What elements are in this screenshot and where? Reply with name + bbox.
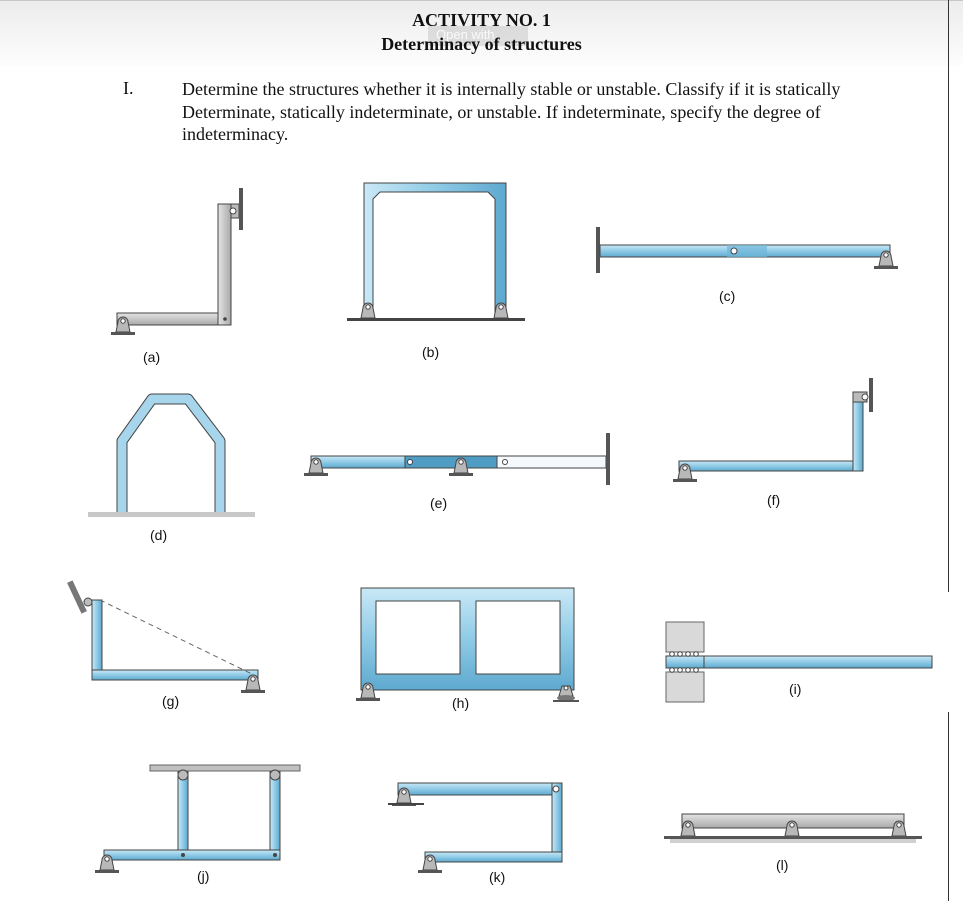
figure-label-b: (b) [422,344,439,360]
figure-label-g: (g) [162,693,179,709]
figure-k: (k) [388,782,563,885]
figure-f: (f) [672,378,873,508]
figure-g: (g) [67,580,266,709]
figure-label-d: (d) [150,527,167,543]
figure-label-k: (k) [489,869,505,885]
figure-h: (h) [355,587,580,711]
figure-label-l: (l) [776,857,788,873]
figure-d: (d) [88,393,255,543]
open-with-button[interactable]: Open with [428,26,528,46]
figure-label-h: (h) [452,695,469,711]
figure-c: (c) [596,227,899,304]
figure-label-e: (e) [430,495,447,511]
figure-label-i: (i) [789,681,801,697]
page-edge-upper [948,0,949,592]
figure-b: (b) [347,182,525,360]
figure-label-f: (f) [767,492,780,508]
figure-l: (l) [664,813,922,873]
figure-i: (i) [665,621,933,703]
activity-title: ACTIVITY NO. 1 [412,10,551,30]
section-number: I. [123,78,134,98]
figure-label-j: (j) [197,868,209,884]
open-with-label: Open with [436,27,495,42]
figure-e: (e) [303,433,610,511]
figure-label-a: (a) [143,349,160,365]
figure-j: (j) [94,764,301,884]
activity-subtitle: Determinacy of structures [381,34,582,54]
page-edge-lower [948,712,949,901]
figure-label-c: (c) [719,288,735,304]
instructions-text: Determine the structures whether it is i… [182,79,841,144]
figure-a: (a) [110,188,243,365]
top-border [0,0,963,1]
